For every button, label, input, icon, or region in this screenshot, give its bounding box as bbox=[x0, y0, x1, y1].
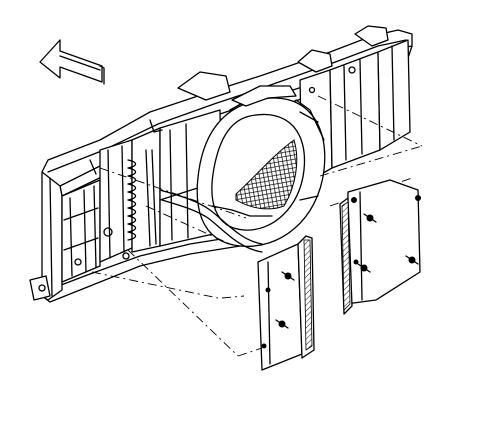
fastener-icon bbox=[351, 197, 357, 203]
lower-shroud-right bbox=[339, 179, 421, 315]
hose bbox=[159, 189, 263, 253]
lower-shroud-left bbox=[257, 235, 315, 371]
fan-shroud bbox=[196, 85, 326, 247]
fastener-icon bbox=[353, 259, 359, 265]
fastener-icon bbox=[363, 213, 377, 223]
direction-arrow-icon bbox=[39, 39, 105, 85]
fastener-icon bbox=[415, 195, 421, 201]
fastener-icon bbox=[261, 343, 267, 349]
fastener-icon bbox=[275, 319, 289, 329]
fastener-icon bbox=[265, 287, 271, 293]
fastener-icon bbox=[405, 255, 419, 265]
fastener-icon bbox=[357, 263, 371, 273]
fastener-icon bbox=[281, 271, 295, 281]
